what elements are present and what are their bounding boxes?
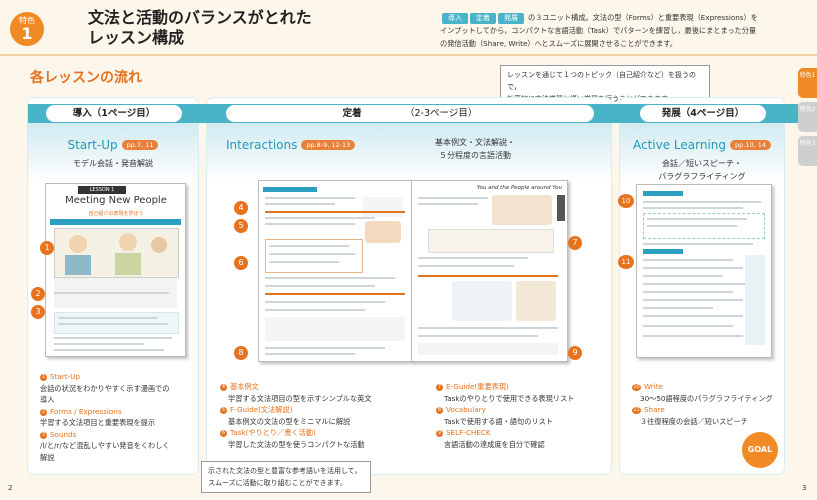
page-title: 文法と活動のバランスがとれた レッスン構成: [88, 8, 348, 48]
chip-dev: 発展: [498, 13, 524, 24]
page-number-left: 2: [8, 484, 13, 492]
header-description: の３ユニット構成。文法の型（Forms）と重要表現（Expressions）を …: [440, 11, 800, 50]
page-title-line2: レッスン構成: [88, 28, 185, 47]
comic-illustration: [54, 228, 179, 278]
callout-number-4: 4: [234, 201, 248, 215]
illustration: [365, 221, 401, 243]
callout-number-10: 10: [618, 194, 634, 208]
stage-core-pages: （2-3ページ目）: [405, 108, 478, 119]
section-title: 各レッスンの流れ: [30, 70, 142, 86]
callout-bottom: 示された文法の型と豊富な参考語いを活用して， スムーズに活動に取り組むことができ…: [201, 461, 371, 493]
side-tab-feature-3[interactable]: 特色3: [798, 136, 817, 166]
book-page-interactions-left: [258, 180, 412, 362]
stage-dev-label: 発展（4ページ目）: [640, 105, 766, 122]
panel2-pages: pp.8-9, 12-13: [301, 140, 356, 150]
stage-core-name: 定着: [342, 108, 362, 119]
panel1-pages: pp.7, 11: [121, 140, 159, 150]
badge-label: 特色: [19, 16, 35, 25]
callout-bottom-line1: 示された文法の型と豊富な参考語いを活用して，: [208, 467, 362, 475]
callout-number-3: 3: [31, 305, 45, 319]
side-tab-feature-1[interactable]: 特色1: [798, 68, 817, 98]
callout-number-6: 6: [234, 256, 248, 270]
book-subheading: 自己紹介の表現を学ぼう: [88, 211, 144, 217]
panel3-pages: pp.10, 14: [730, 140, 772, 150]
desc-line1: の３ユニット構成。文法の型（Forms）と重要表現（Expressions）を: [528, 13, 758, 22]
feature-badge: 特色 1: [10, 12, 44, 46]
callout-number-11: 11: [618, 255, 634, 269]
book-page-interactions-right: You and the People around You: [411, 180, 568, 362]
stage-intro-label: 導入（1ページ目）: [46, 105, 182, 122]
callout-number-2: 2: [31, 287, 45, 301]
illustration: [452, 281, 512, 321]
chip-core: 定着: [470, 13, 496, 24]
desc-line2: インプットしてから，コンパクトな言語活動（Task）でパターンを練習し，最後にま…: [440, 26, 757, 35]
desc-line3: の発信活動（Share, Write）へとスムーズに展開させることができます。: [440, 39, 677, 48]
callout-bottom-line2: スムーズに活動に取り組むことができます。: [208, 479, 347, 487]
callout-number-9: 9: [568, 346, 582, 360]
stage-core-label: 定着 （2-3ページ目）: [226, 105, 594, 122]
book-right-title: You and the People around You: [476, 185, 562, 191]
panel2-title: Interactions: [226, 138, 298, 152]
panel1-subtitle: モデル会話・発音解説: [73, 159, 153, 168]
panel3-title: Active Learning: [632, 138, 727, 152]
callout-top-line1: レッスンを通じて１つのトピック（自己紹介など）を扱うので，: [507, 71, 696, 91]
callout-number-5: 5: [234, 219, 248, 233]
book-heading: Meeting New People: [65, 195, 167, 206]
side-tab-feature-2[interactable]: 特色2: [798, 102, 817, 132]
callout-number-7: 7: [568, 236, 582, 250]
page-title-line1: 文法と活動のバランスがとれた: [88, 8, 312, 27]
panel1-title: Start-Up: [67, 138, 118, 152]
chip-intro: 導入: [442, 13, 468, 24]
book-lesson-label: LESSON 1: [78, 186, 126, 194]
book-page-active-learning: [636, 184, 772, 358]
panel2-subtitle: 基本例文・文法解説・ ５分程度の言語活動: [435, 138, 515, 160]
badge-number: 1: [21, 24, 33, 43]
callout-number-1: 1: [40, 241, 54, 255]
callout-number-8: 8: [234, 346, 248, 360]
goal-badge: GOAL: [742, 432, 778, 468]
book-page-startup: LESSON 1 Meeting New People 自己紹介の表現を学ぼう: [45, 183, 186, 357]
illustration: [492, 195, 552, 225]
header-divider: [0, 54, 817, 56]
page-number-right: 3: [802, 484, 807, 492]
